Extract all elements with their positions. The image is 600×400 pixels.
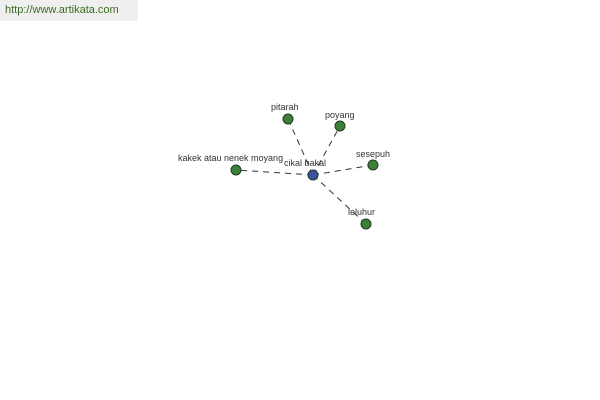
node-center[interactable]	[307, 169, 319, 181]
node-label-kakek[interactable]: kakek atau nenek moyang	[178, 153, 283, 163]
graph-edges	[235, 118, 374, 225]
node-sesepuh[interactable]	[367, 159, 379, 171]
node-label-poyang[interactable]: poyang	[325, 110, 355, 120]
node-kakek[interactable]	[230, 164, 242, 176]
graph-nodes	[230, 113, 379, 230]
node-label-leluhur[interactable]: leluhur	[348, 207, 375, 217]
site-url-banner[interactable]: http://www.artikata.com	[0, 0, 138, 21]
edge-leluhur	[312, 174, 367, 225]
edge-kakek	[235, 169, 314, 176]
node-label-sesepuh[interactable]: sesepuh	[356, 149, 390, 159]
node-label-center[interactable]: cikal bakal	[284, 158, 326, 168]
graph-labels: pitarah poyang sesepuh leluhur kakek atau ne…	[178, 102, 390, 217]
node-poyang[interactable]	[334, 120, 346, 132]
node-leluhur[interactable]	[360, 218, 372, 230]
node-label-pitarah[interactable]: pitarah	[271, 102, 299, 112]
edge-poyang	[312, 125, 341, 176]
node-pitarah[interactable]	[282, 113, 294, 125]
